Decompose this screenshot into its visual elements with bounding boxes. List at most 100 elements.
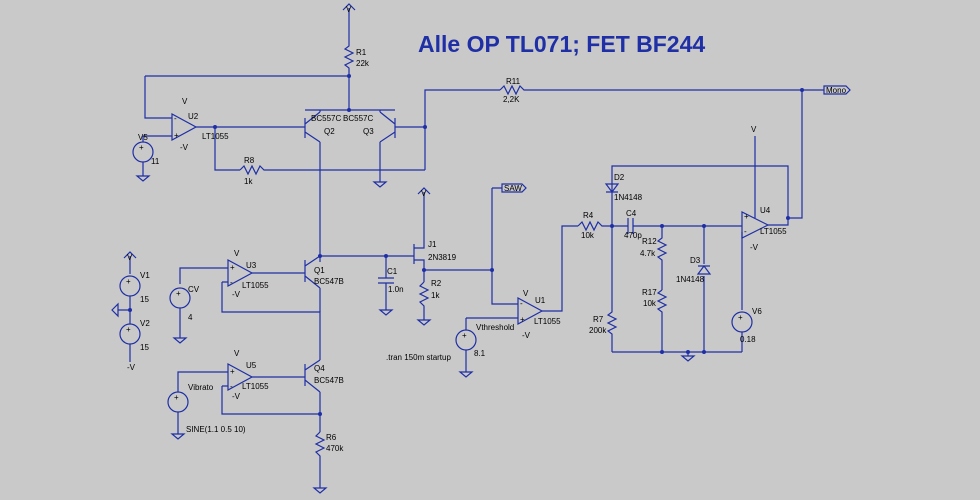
svg-text:U3: U3 [246,261,257,270]
source-vibrato[interactable]: + Vibrato SINE(1.1 0.5 10) [167,383,246,440]
svg-text:R8: R8 [244,156,255,165]
net-label-saw: SAW [491,183,527,305]
source-vthreshold[interactable]: + Vthreshold 8.1 [455,318,514,378]
source-v1[interactable]: V + V1 15 [119,251,150,304]
resistor-r17[interactable]: R17 10k [642,288,668,352]
svg-text:SAW: SAW [504,184,522,193]
svg-text:-: - [744,227,747,236]
svg-text:2N3819: 2N3819 [428,253,457,262]
svg-text:R11: R11 [506,77,521,86]
resistor-r7[interactable]: R7 200k [589,226,618,352]
svg-text:U5: U5 [246,361,257,370]
svg-text:R6: R6 [326,433,337,442]
opamp-u5[interactable]: + - U5 LT1055 V -V [227,349,305,401]
diode-d3[interactable]: D3 1N4148 [676,226,712,352]
svg-text:+: + [174,393,179,402]
svg-text:Q3: Q3 [363,127,374,136]
resistor-r4[interactable]: R4 10k [577,211,612,240]
svg-text:470p: 470p [624,231,642,240]
transistor-q3[interactable]: BC557C Q3 [343,110,396,182]
svg-text:U1: U1 [535,296,546,305]
svg-text:BC557C: BC557C [343,114,373,123]
svg-text:-V: -V [232,392,241,401]
resistor-r1[interactable]: R1 22k [343,24,370,110]
svg-text:-V: -V [127,363,136,372]
svg-text:10k: 10k [581,231,595,240]
supply-r1-top: V [342,3,356,24]
svg-text:V: V [234,349,240,358]
svg-text:+: + [738,313,743,322]
source-v6[interactable]: + V6 0.18 [731,307,762,352]
svg-text:+: + [230,263,235,272]
svg-text:-: - [174,114,177,123]
resistor-r2[interactable]: R2 1k [416,279,442,326]
resistor-r6[interactable]: R6 470k [312,431,344,494]
jfet-j1[interactable]: J1 2N3819 [410,232,457,282]
svg-text:4.7k: 4.7k [640,249,656,258]
svg-text:Vthreshold: Vthreshold [476,323,514,332]
svg-text:BC557C: BC557C [311,114,341,123]
svg-text:1N4148: 1N4148 [614,193,643,202]
opamp-u1[interactable]: - + U1 LT1055 V -V [517,289,561,340]
svg-text:+: + [230,367,235,376]
svg-text:1N4148: 1N4148 [676,275,705,284]
source-v5[interactable]: + V5 11 [132,133,160,182]
svg-text:+: + [126,325,131,334]
svg-text:Mono: Mono [826,86,847,95]
svg-text:+: + [139,143,144,152]
svg-text:V: V [751,125,757,134]
svg-text:C1: C1 [387,267,398,276]
opamp-u3[interactable]: + - U3 LT1055 V -V [227,249,305,299]
source-v2[interactable]: + -V V2 15 [119,319,150,372]
svg-text:0.18: 0.18 [740,335,756,344]
svg-text:R4: R4 [583,211,594,220]
source-cv[interactable]: + CV 4 [169,285,200,344]
svg-text:U2: U2 [188,112,199,121]
svg-text:22k: 22k [356,59,370,68]
svg-text:D2: D2 [614,173,625,182]
transistor-q1[interactable]: Q1 BC547B [304,255,344,312]
svg-text:4: 4 [188,313,193,322]
svg-text:V: V [346,5,352,14]
svg-text:-V: -V [232,290,241,299]
svg-text:-: - [230,382,233,391]
svg-text:V: V [234,249,240,258]
svg-text:LT1055: LT1055 [242,281,269,290]
svg-text:V5: V5 [138,133,148,142]
svg-text:LT1055: LT1055 [242,382,269,391]
svg-text:LT1055: LT1055 [760,227,787,236]
svg-text:R2: R2 [431,279,442,288]
svg-text:8.1: 8.1 [474,349,486,358]
svg-text:SINE(1.1 0.5 10): SINE(1.1 0.5 10) [186,425,246,434]
capacitor-c4[interactable]: C4 470p [612,209,742,240]
transistor-q2[interactable]: BC557C Q2 [304,110,341,160]
svg-text:-: - [230,278,233,287]
svg-text:1k: 1k [244,177,253,186]
opamp-u2[interactable]: - + U2 LT1055 V -V [143,76,229,152]
svg-text:+: + [520,315,525,324]
svg-text:+: + [462,331,467,340]
opamp-u4[interactable]: + - U4 LT1055 V -V [741,125,787,252]
svg-text:V2: V2 [140,319,150,328]
svg-text:10k: 10k [643,299,657,308]
transistor-q4[interactable]: Q4 BC547B [304,359,344,432]
svg-text:R7: R7 [593,315,604,324]
spice-directive: .tran 150m startup [386,353,451,362]
resistor-r11[interactable]: R11 2,2K [499,77,802,104]
svg-text:1.0n: 1.0n [388,285,404,294]
svg-text:CV: CV [188,285,200,294]
svg-text:BC547B: BC547B [314,376,344,385]
svg-text:1k: 1k [431,291,440,300]
capacitor-c1[interactable]: C1 1.0n [378,256,404,316]
svg-text:Q4: Q4 [314,364,325,373]
resistor-r8[interactable]: R8 1k [239,156,425,186]
resistor-r12[interactable]: R12 4.7k [640,226,668,290]
svg-text:+: + [176,289,181,298]
svg-text:C4: C4 [626,209,637,218]
diode-d2[interactable]: D2 1N4148 [604,173,643,202]
svg-text:V: V [523,289,529,298]
svg-text:200k: 200k [589,326,607,335]
svg-text:BC547B: BC547B [314,277,344,286]
